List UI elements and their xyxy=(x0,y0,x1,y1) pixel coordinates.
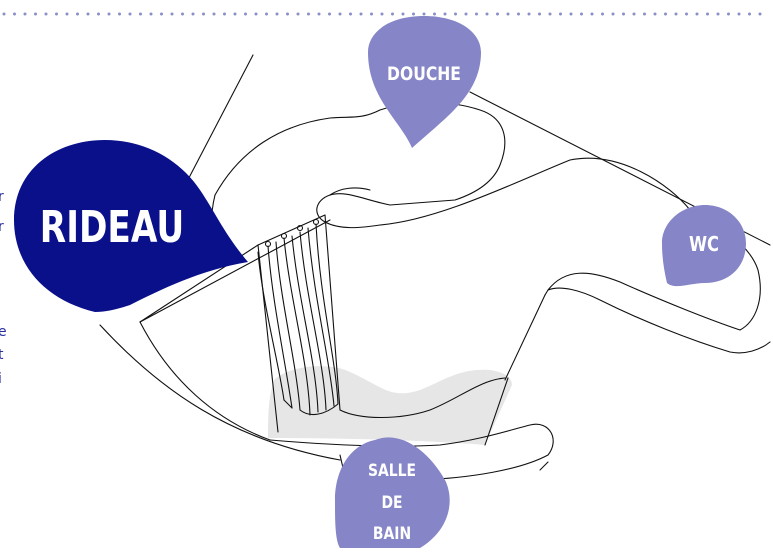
tag-salle-de-bain: SALLE DE BAIN xyxy=(335,437,450,548)
edge-text-fragment-3: e xyxy=(0,324,7,340)
tag-rideau: RIDEAU xyxy=(14,140,248,312)
tag-wc: WC xyxy=(662,205,746,287)
tag-wc-label: WC xyxy=(689,234,719,257)
tag-salle-label-line1: SALLE xyxy=(368,461,416,481)
edge-text-fragment-4: t xyxy=(0,347,4,363)
tag-salle-de-bain-shape xyxy=(335,437,450,548)
edge-text-fragment-5: i xyxy=(0,372,2,386)
tag-salle-label-line2: DE xyxy=(381,493,402,513)
edge-text-fragment-2: r xyxy=(0,219,4,235)
tag-douche-label: DOUCHE xyxy=(387,64,461,86)
tag-rideau-label: RIDEAU xyxy=(40,202,184,253)
shower-floor xyxy=(268,366,512,445)
tag-wc-shape xyxy=(662,205,746,287)
edge-text-fragment-1: r xyxy=(0,189,4,205)
bathroom-outline xyxy=(99,54,771,499)
tag-douche: DOUCHE xyxy=(368,16,481,148)
tag-salle-label-line3: BAIN xyxy=(373,524,411,544)
tag-douche-shape xyxy=(368,16,481,148)
tag-rideau-shape xyxy=(14,140,248,312)
